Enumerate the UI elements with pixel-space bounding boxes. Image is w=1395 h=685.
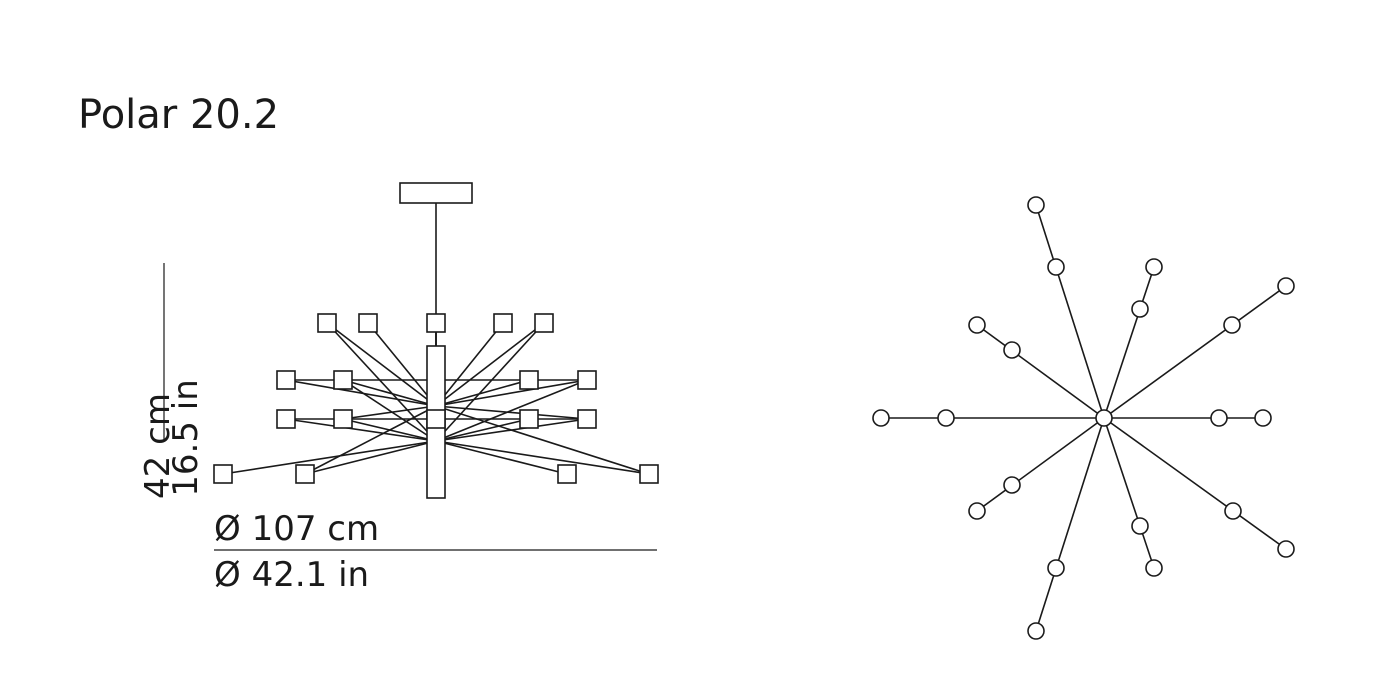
plan-lamp-head: [1277, 540, 1295, 558]
side-arm: [342, 379, 437, 407]
plan-lamp-head: [968, 502, 986, 520]
plan-lamp-head: [1047, 559, 1065, 577]
ceiling-canopy: [399, 182, 473, 204]
side-arm: [435, 322, 545, 407]
side-lamp-head: [317, 313, 337, 333]
plan-lamp-head: [1003, 341, 1021, 359]
side-arm: [285, 379, 437, 407]
plan-arm: [976, 324, 1105, 419]
side-lamp-head: [577, 409, 597, 429]
plan-lamp-head: [1145, 258, 1163, 276]
plan-arm: [1035, 204, 1105, 419]
plan-arm: [1103, 266, 1155, 419]
side-arm: [435, 440, 568, 475]
plan-arm: [1103, 285, 1287, 419]
plan-lamp-head: [1210, 409, 1228, 427]
plan-lamp-head: [1224, 502, 1242, 520]
plan-lamp-head: [1047, 258, 1065, 276]
plan-lamp-head: [937, 409, 955, 427]
plan-lamp-head: [1254, 409, 1272, 427]
plan-arm: [976, 417, 1105, 512]
plan-lamp-head: [1145, 559, 1163, 577]
plan-lamp-head: [872, 409, 890, 427]
side-arm: [435, 322, 545, 442]
side-lamp-head: [493, 313, 513, 333]
side-lamp-head: [557, 464, 577, 484]
side-arm: [435, 440, 650, 475]
side-lamp-head: [639, 464, 659, 484]
plan-lamp-head: [1223, 316, 1241, 334]
top-plan-view: [872, 196, 1295, 640]
side-arm: [304, 405, 437, 475]
plan-lamp-head: [1003, 476, 1021, 494]
side-arm: [435, 405, 588, 420]
side-arm: [342, 379, 437, 442]
side-lamp-head: [426, 313, 446, 333]
side-lamp-head: [519, 409, 539, 429]
plan-center-hub: [1095, 409, 1113, 427]
side-arm: [304, 440, 437, 475]
side-arm: [435, 379, 588, 407]
width-in-label: Ø 42.1 in: [214, 555, 370, 595]
plan-lamp-head: [1131, 517, 1149, 535]
plan-lamp-head: [1027, 196, 1045, 214]
plan-arm: [1035, 417, 1105, 632]
side-lamp-head: [295, 464, 315, 484]
plan-arm: [1103, 417, 1287, 550]
product-title: Polar 20.2: [78, 92, 280, 138]
plan-arm: [1103, 417, 1155, 569]
side-arm: [326, 322, 437, 407]
side-arm: [326, 322, 437, 442]
side-lamp-head: [333, 370, 353, 390]
side-arm: [435, 322, 504, 407]
plan-lamp-head: [968, 316, 986, 334]
width-cm-label: Ø 107 cm: [214, 509, 380, 549]
side-elevation-view: [213, 182, 659, 499]
side-lamp-head: [276, 370, 296, 390]
plan-lamp-head: [1131, 300, 1149, 318]
side-arm: [367, 322, 437, 407]
side-arm: [342, 405, 437, 420]
side-arm: [435, 379, 588, 442]
side-arm: [435, 379, 530, 407]
side-lamp-head: [276, 409, 296, 429]
side-arm: [435, 418, 530, 442]
side-lamp-head: [333, 409, 353, 429]
side-lamp-head: [577, 370, 597, 390]
side-lamp-head: [519, 370, 539, 390]
plan-lamp-head: [1277, 277, 1295, 295]
side-lamp-head: [213, 464, 233, 484]
central-hub: [426, 409, 446, 429]
plan-lamp-head: [1027, 622, 1045, 640]
side-arm: [222, 440, 437, 475]
side-arm: [435, 405, 650, 475]
side-lamp-head: [358, 313, 378, 333]
side-lamp-head: [534, 313, 554, 333]
side-arm: [285, 418, 437, 442]
